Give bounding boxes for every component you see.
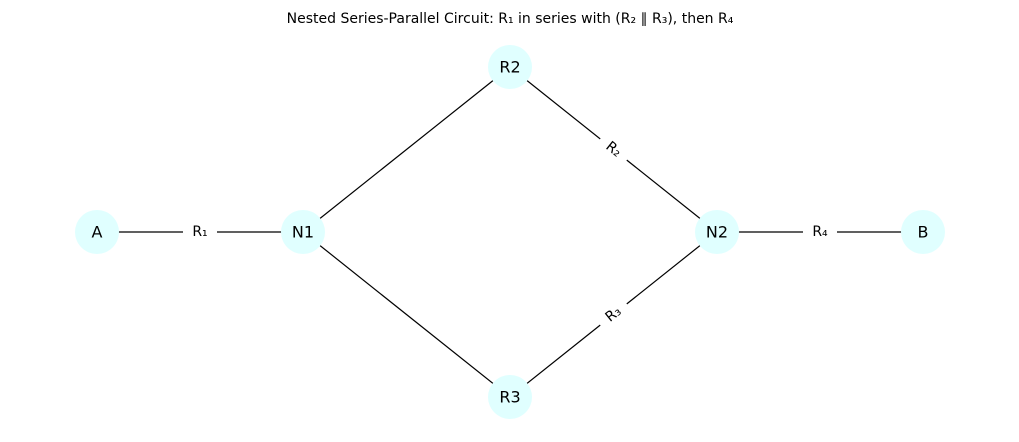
edge-label-background [593, 131, 634, 168]
edge-n1-r3 [302, 231, 511, 398]
node-b [901, 210, 945, 254]
edge-label: R₄ [812, 224, 828, 240]
edge-label-group: R₂ [593, 131, 634, 168]
node-a [75, 210, 119, 254]
node-label-n1: N1 [292, 223, 314, 242]
edge-label-background [183, 222, 217, 242]
node-label-r2: R2 [499, 58, 520, 77]
edge-label: R₁ [192, 224, 207, 240]
edge-label-group: R₁ [183, 222, 217, 242]
edges-layer [97, 66, 923, 398]
edge-n1-r2 [302, 66, 511, 233]
node-label-b: B [918, 223, 929, 242]
node-r2 [488, 45, 532, 89]
edge-labels-layer: R₁ R₂ R₃ R₄ [183, 131, 837, 333]
node-label-n2: N2 [706, 223, 728, 242]
edge-label-group: R₄ [803, 222, 837, 242]
node-n2 [695, 210, 739, 254]
diagram-title: Nested Series-Parallel Circuit: R₁ in se… [287, 11, 734, 27]
edge-label-background [593, 296, 634, 333]
node-n1 [281, 210, 325, 254]
edge-label-group: R₃ [593, 296, 634, 333]
edge-label-background [803, 222, 837, 242]
node-r3 [488, 375, 532, 419]
node-label-r3: R3 [499, 388, 520, 407]
node-label-a: A [92, 223, 103, 242]
